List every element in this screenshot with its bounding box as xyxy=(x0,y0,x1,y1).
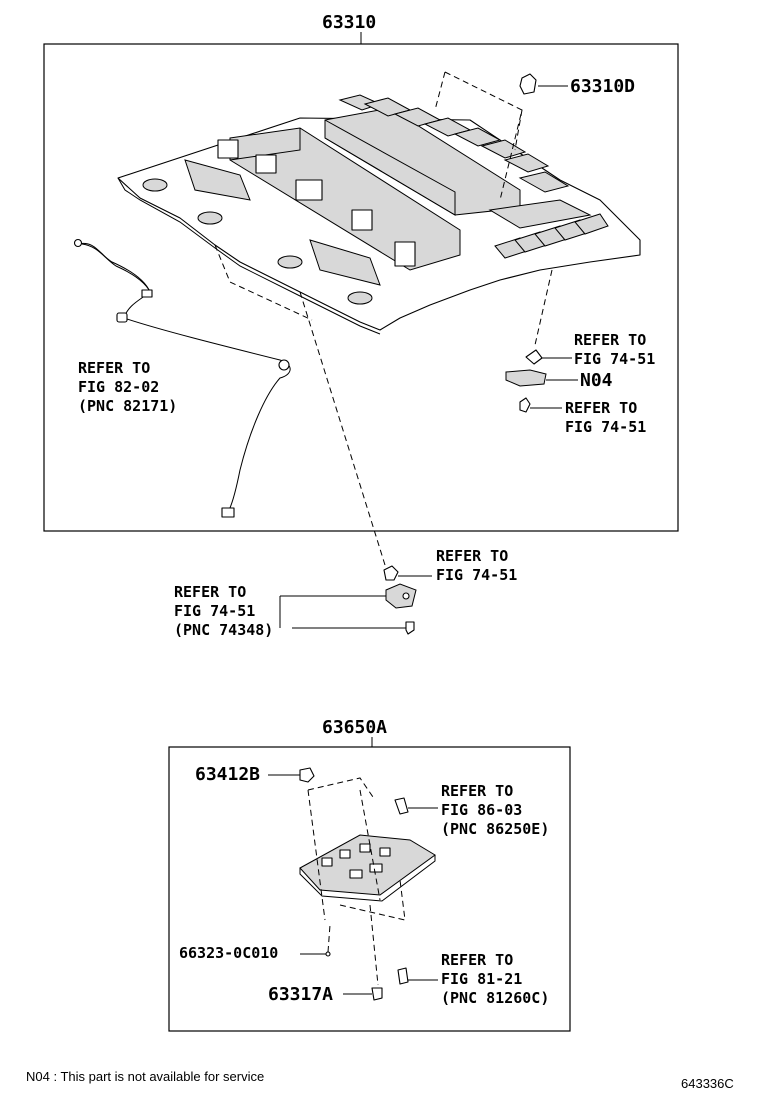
bulb[interactable] xyxy=(397,967,438,985)
headliner-panel[interactable] xyxy=(117,94,641,335)
part-63317a[interactable] xyxy=(343,987,383,1001)
svg-text:(PNC 74348): (PNC 74348) xyxy=(174,621,273,639)
headliner-vents-lower xyxy=(494,213,609,259)
svg-text:REFER TO: REFER TO xyxy=(441,951,513,969)
clip-upper-right[interactable] xyxy=(525,349,572,365)
wire-harness[interactable] xyxy=(73,238,291,518)
illustration-code: 643336C xyxy=(681,1076,734,1091)
clip-lower-right[interactable] xyxy=(519,397,562,413)
harness-reference[interactable]: REFER TO FIG 82-02 (PNC 82171) xyxy=(78,359,177,415)
svg-text:REFER TO: REFER TO xyxy=(174,583,246,601)
svg-text:FIG 81-21: FIG 81-21 xyxy=(441,970,522,988)
svg-text:FIG 74-51: FIG 74-51 xyxy=(565,418,646,436)
visor-holder-reference[interactable]: REFER TO FIG 74-51 (PNC 74348) xyxy=(174,583,273,639)
svg-text:FIG 74-51: FIG 74-51 xyxy=(574,350,655,368)
svg-text:REFER TO: REFER TO xyxy=(441,782,513,800)
visor-holder[interactable] xyxy=(385,583,417,609)
headliner-part-number[interactable]: 63310 xyxy=(322,12,376,33)
visor-clip[interactable] xyxy=(383,565,432,581)
svg-text:REFER TO: REFER TO xyxy=(565,399,637,417)
svg-text:FIG 74-51: FIG 74-51 xyxy=(436,566,517,584)
svg-text:FIG 86-03: FIG 86-03 xyxy=(441,801,522,819)
part-66323-label[interactable]: 66323-0C010 xyxy=(179,944,278,962)
svg-text:FIG 74-51: FIG 74-51 xyxy=(174,602,255,620)
lamp-part-number[interactable]: 63650A xyxy=(322,717,387,738)
part-63412b-label[interactable]: 63412B xyxy=(195,764,260,785)
part-63412b[interactable] xyxy=(268,767,315,783)
part-63317a-label[interactable]: 63317A xyxy=(268,984,333,1005)
bulb-reference[interactable]: REFER TO FIG 81-21 (PNC 81260C) xyxy=(441,951,549,1007)
headliner-vents-upper xyxy=(338,94,570,193)
lamp-group-box xyxy=(168,746,571,1032)
switch[interactable] xyxy=(394,797,438,815)
clip-63310d[interactable] xyxy=(519,73,568,95)
svg-text:REFER TO: REFER TO xyxy=(436,547,508,565)
overhead-console-lamp[interactable] xyxy=(299,834,436,902)
part-n04[interactable] xyxy=(505,369,578,387)
clip-63310d-label[interactable]: 63310D xyxy=(570,76,635,97)
clip-lower-right-reference[interactable]: REFER TO FIG 74-51 xyxy=(565,399,646,436)
svg-text:REFER TO: REFER TO xyxy=(78,359,150,377)
part-n04-label[interactable]: N04 xyxy=(580,370,613,391)
switch-reference[interactable]: REFER TO FIG 86-03 (PNC 86250E) xyxy=(441,782,549,838)
svg-text:(PNC 81260C): (PNC 81260C) xyxy=(441,989,549,1007)
svg-text:(PNC 86250E): (PNC 86250E) xyxy=(441,820,549,838)
headliner-group-box xyxy=(43,43,679,532)
visor-screw[interactable] xyxy=(405,621,415,635)
svg-text:REFER TO: REFER TO xyxy=(574,331,646,349)
clip-upper-right-reference[interactable]: REFER TO FIG 74-51 xyxy=(574,331,655,368)
visor-clip-reference[interactable]: REFER TO FIG 74-51 xyxy=(436,547,517,584)
footer-note: N04 : This part is not available for ser… xyxy=(26,1069,264,1084)
part-66323[interactable] xyxy=(300,924,331,957)
svg-text:FIG 82-02: FIG 82-02 xyxy=(78,378,159,396)
svg-text:(PNC 82171): (PNC 82171) xyxy=(78,397,177,415)
